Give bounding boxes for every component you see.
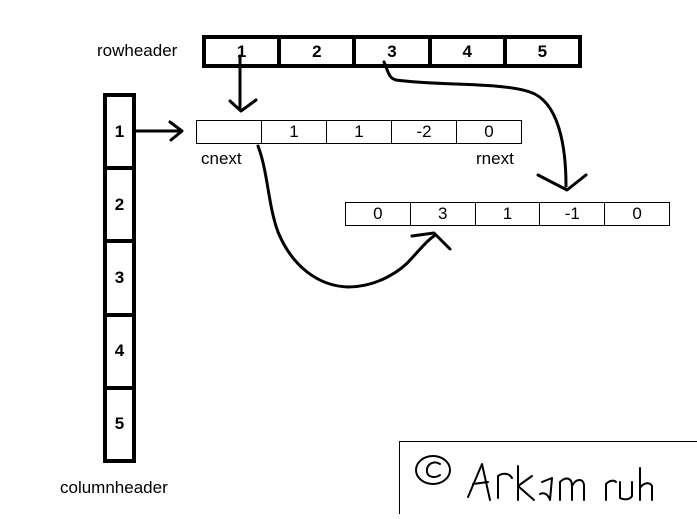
rowheader-3-arrow [382,60,588,192]
row-header-cell: 3 [356,39,432,64]
node-cell: 1 [476,203,541,225]
columnheader-label: columnheader [60,478,168,497]
row-header-cell: 2 [281,39,357,64]
column-header-cell: 3 [107,243,132,317]
row-header-cell: 5 [537,41,548,61]
column-header-cell: 1 [107,97,132,171]
rowheader-1-arrow [228,54,258,113]
cnext-arrow [256,144,452,289]
row-header-cell: 1 [206,39,282,64]
row-header-array: 1 2 3 4 5 [202,35,582,68]
node-cell: 0 [484,122,494,141]
columnheader-1-arrow [132,120,184,142]
node-cell: 3 [411,203,476,225]
rowheader-label: rowheader [97,41,178,60]
node-cell: -2 [392,121,457,143]
column-header-cell: 4 [107,317,132,390]
node-cell [197,121,262,143]
column-header-cell: 2 [107,170,132,244]
row-header-cell: 4 [432,39,507,64]
node-cell: 0 [346,203,411,225]
node-cell: -1 [540,203,606,225]
node-cell: 1 [262,121,327,143]
rnext-label: rnext [476,149,514,168]
node-cell: 0 [632,204,642,223]
cnext-label: cnext [201,149,242,168]
node-cell: 1 [327,121,392,143]
sparse-node-1: 1 1 -2 0 [196,120,522,144]
column-header-array: 1 2 3 4 5 [103,93,136,463]
column-header-cell: 5 [114,414,125,434]
signature-icon [415,455,653,501]
sparse-node-2: 0 3 1 -1 0 [345,202,670,226]
watermark-signature [399,441,697,514]
